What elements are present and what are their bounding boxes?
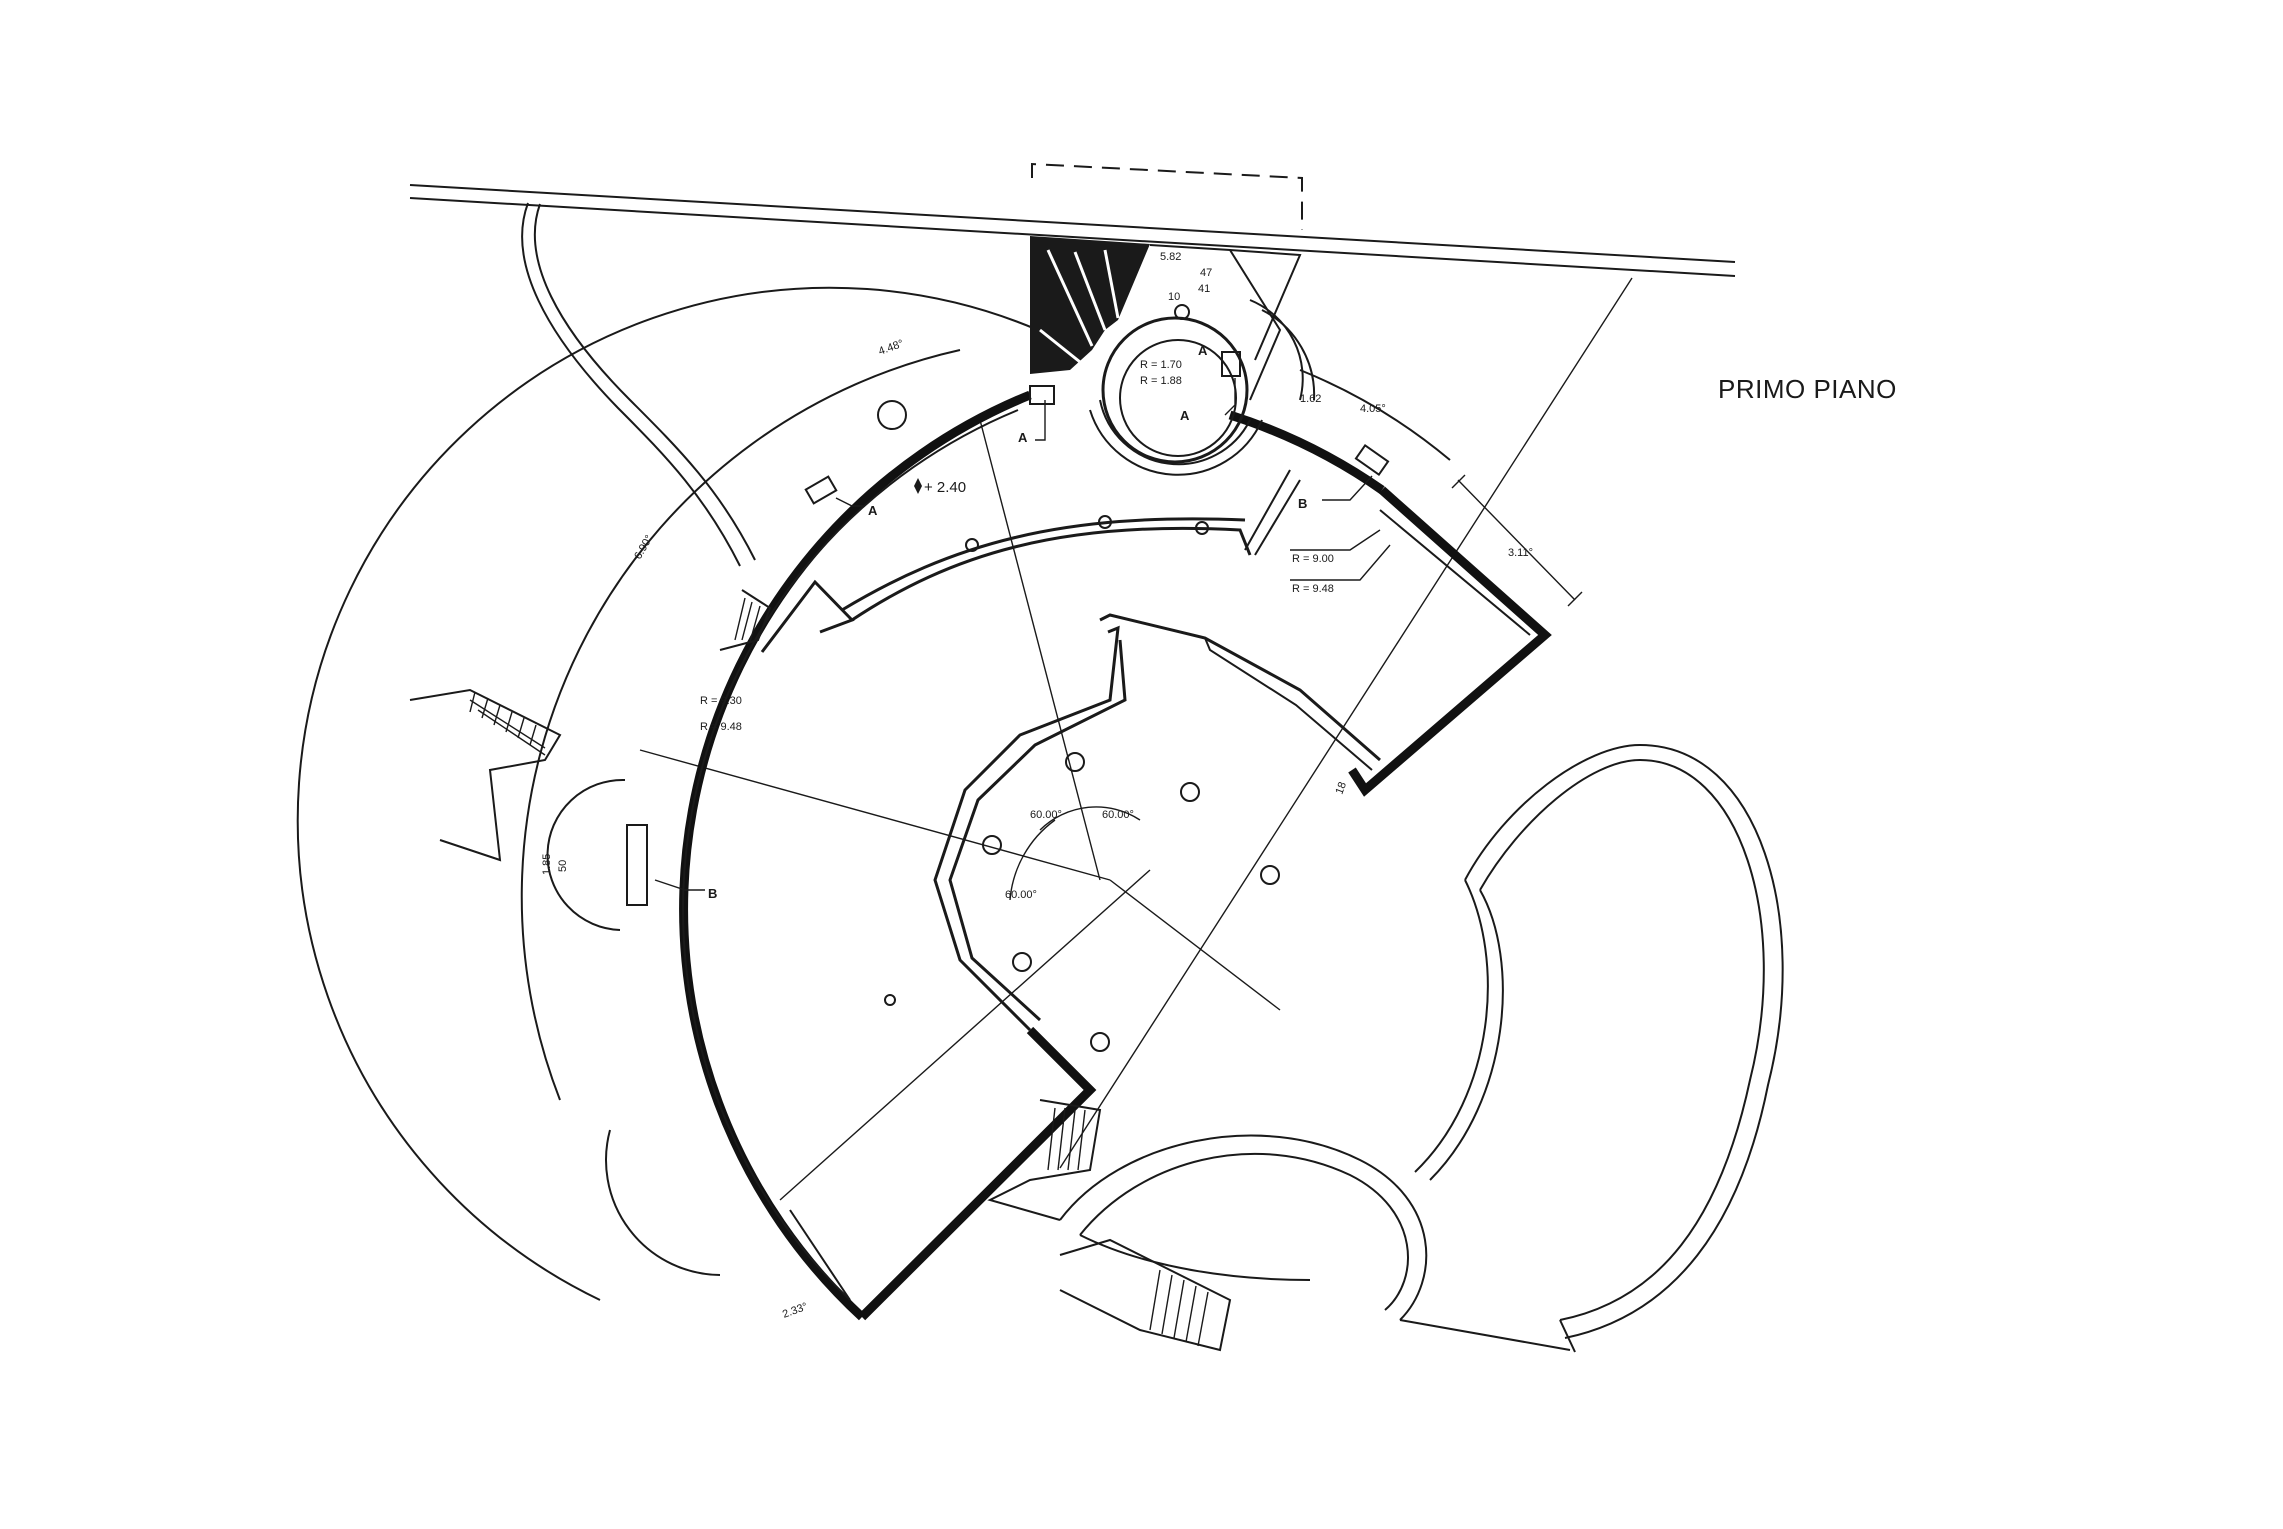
dimension-label: 4.05° <box>1360 403 1386 415</box>
door-label-a: A <box>868 503 878 518</box>
dimension-label: 5.82 <box>1160 251 1181 263</box>
leader-lines <box>654 378 1583 891</box>
elevation-marker-icon <box>914 478 922 494</box>
dimension-label: 1.85 <box>541 854 553 875</box>
dimension-label: 47 <box>1200 267 1212 279</box>
door-label-b: B <box>1298 496 1307 511</box>
elevation-label: + 2.40 <box>924 479 966 496</box>
dimension-label: 6.90° <box>632 533 655 561</box>
columns <box>884 515 1280 1052</box>
construction-lines <box>639 277 1633 1201</box>
angle-markers <box>1009 806 1141 901</box>
interior-walls <box>760 469 1381 1032</box>
door-marks <box>626 351 1390 906</box>
radius-label: R = 9.48 <box>1292 583 1334 595</box>
dimension-label: 50 <box>557 860 569 872</box>
dimension-label: 2.33° <box>781 1301 809 1321</box>
door-label-b: B <box>708 886 717 901</box>
dimension-label: 10 <box>1168 291 1180 303</box>
radius-label: R = 9.30 <box>700 695 742 707</box>
radius-label: R = 9.00 <box>1292 553 1334 565</box>
door-label-a: A <box>1198 343 1208 358</box>
plan-labels: + 2.40 A A A A B B R = 1.70 R = 1.88 R =… <box>541 251 1533 1321</box>
dimension-label: 1.62 <box>1300 393 1321 405</box>
outer-terrace-ring <box>296 286 1451 1301</box>
property-lines <box>409 162 1736 567</box>
door-label-a: A <box>1180 408 1190 423</box>
dimension-label: 4.48° <box>877 338 905 358</box>
radius-label: R = 9.48 <box>700 721 742 733</box>
angle-label: 60.00° <box>1030 809 1062 821</box>
dimension-label: 18 <box>1334 780 1349 796</box>
stairs-left <box>409 688 562 862</box>
radius-label: R = 1.70 <box>1140 359 1182 371</box>
stair-tower <box>1030 236 1316 476</box>
dimension-label: 41 <box>1198 283 1210 295</box>
garden-shapes <box>546 400 1784 1353</box>
drawing-title: PRIMO PIANO <box>1718 374 1897 404</box>
stairs-interior <box>719 589 772 651</box>
angle-label: 60.00° <box>1005 889 1037 901</box>
main-wall <box>679 390 1552 1321</box>
radius-label: R = 1.88 <box>1140 375 1182 387</box>
door-label-a: A <box>1018 430 1028 445</box>
dimension-label: 3.11° <box>1508 547 1533 559</box>
stairs-bottom <box>987 1099 1232 1352</box>
angle-label: 60.00° <box>1102 809 1134 821</box>
